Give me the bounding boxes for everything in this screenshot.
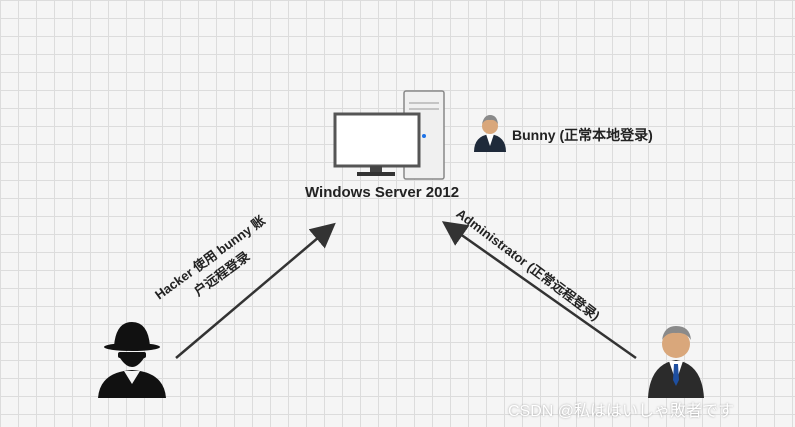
server-label: Windows Server 2012	[305, 184, 460, 201]
user-avatar-icon	[474, 115, 506, 152]
server-computer-icon	[333, 90, 445, 180]
hacker-icon	[98, 322, 166, 398]
bunny-label: Bunny (正常本地登录)	[512, 127, 653, 143]
hacker-to-server-arrow	[175, 222, 336, 359]
administrator-user-icon	[648, 326, 704, 398]
admin-to-server-arrow	[441, 221, 637, 360]
watermark: CSDN @私ははいしゃ敗者です	[508, 403, 735, 420]
